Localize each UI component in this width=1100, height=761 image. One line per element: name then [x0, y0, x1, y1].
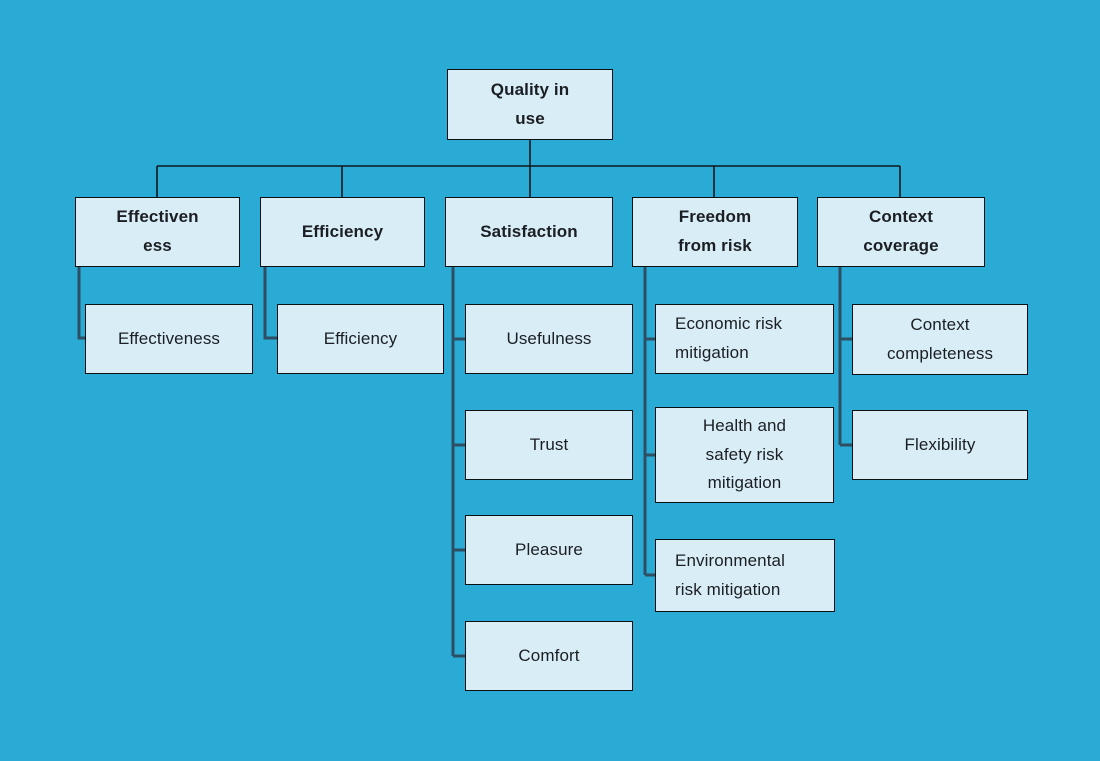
node-efficiency[interactable]: Efficiency	[260, 197, 425, 267]
node-context-completeness[interactable]: Context completeness	[852, 304, 1028, 375]
satisfaction-child-connector	[451, 267, 465, 658]
node-satisfaction[interactable]: Satisfaction	[445, 197, 613, 267]
root-bus-connector	[156, 139, 901, 197]
node-economic-risk-mitigation[interactable]: Economic risk mitigation	[655, 304, 834, 374]
node-pleasure[interactable]: Pleasure	[465, 515, 633, 585]
node-flexibility[interactable]: Flexibility	[852, 410, 1028, 480]
node-trust[interactable]: Trust	[465, 410, 633, 480]
context-coverage-child-connector	[838, 267, 852, 447]
node-context-coverage[interactable]: Context coverage	[817, 197, 985, 267]
freedom-from-risk-child-connector	[643, 267, 655, 577]
node-quality-in-use[interactable]: Quality in use	[447, 69, 613, 140]
node-environmental-risk-mitigation[interactable]: Environmental risk mitigation	[655, 539, 835, 612]
node-freedom-from-risk[interactable]: Freedom from risk	[632, 197, 798, 267]
node-usefulness[interactable]: Usefulness	[465, 304, 633, 374]
node-efficiency-sub[interactable]: Efficiency	[277, 304, 444, 374]
node-effectiveness[interactable]: Effectiven ess	[75, 197, 240, 267]
node-comfort[interactable]: Comfort	[465, 621, 633, 691]
node-effectiveness-sub[interactable]: Effectiveness	[85, 304, 253, 374]
efficiency-child-connector	[263, 267, 277, 340]
node-health-safety-risk-mitigation[interactable]: Health and safety risk mitigation	[655, 407, 834, 503]
